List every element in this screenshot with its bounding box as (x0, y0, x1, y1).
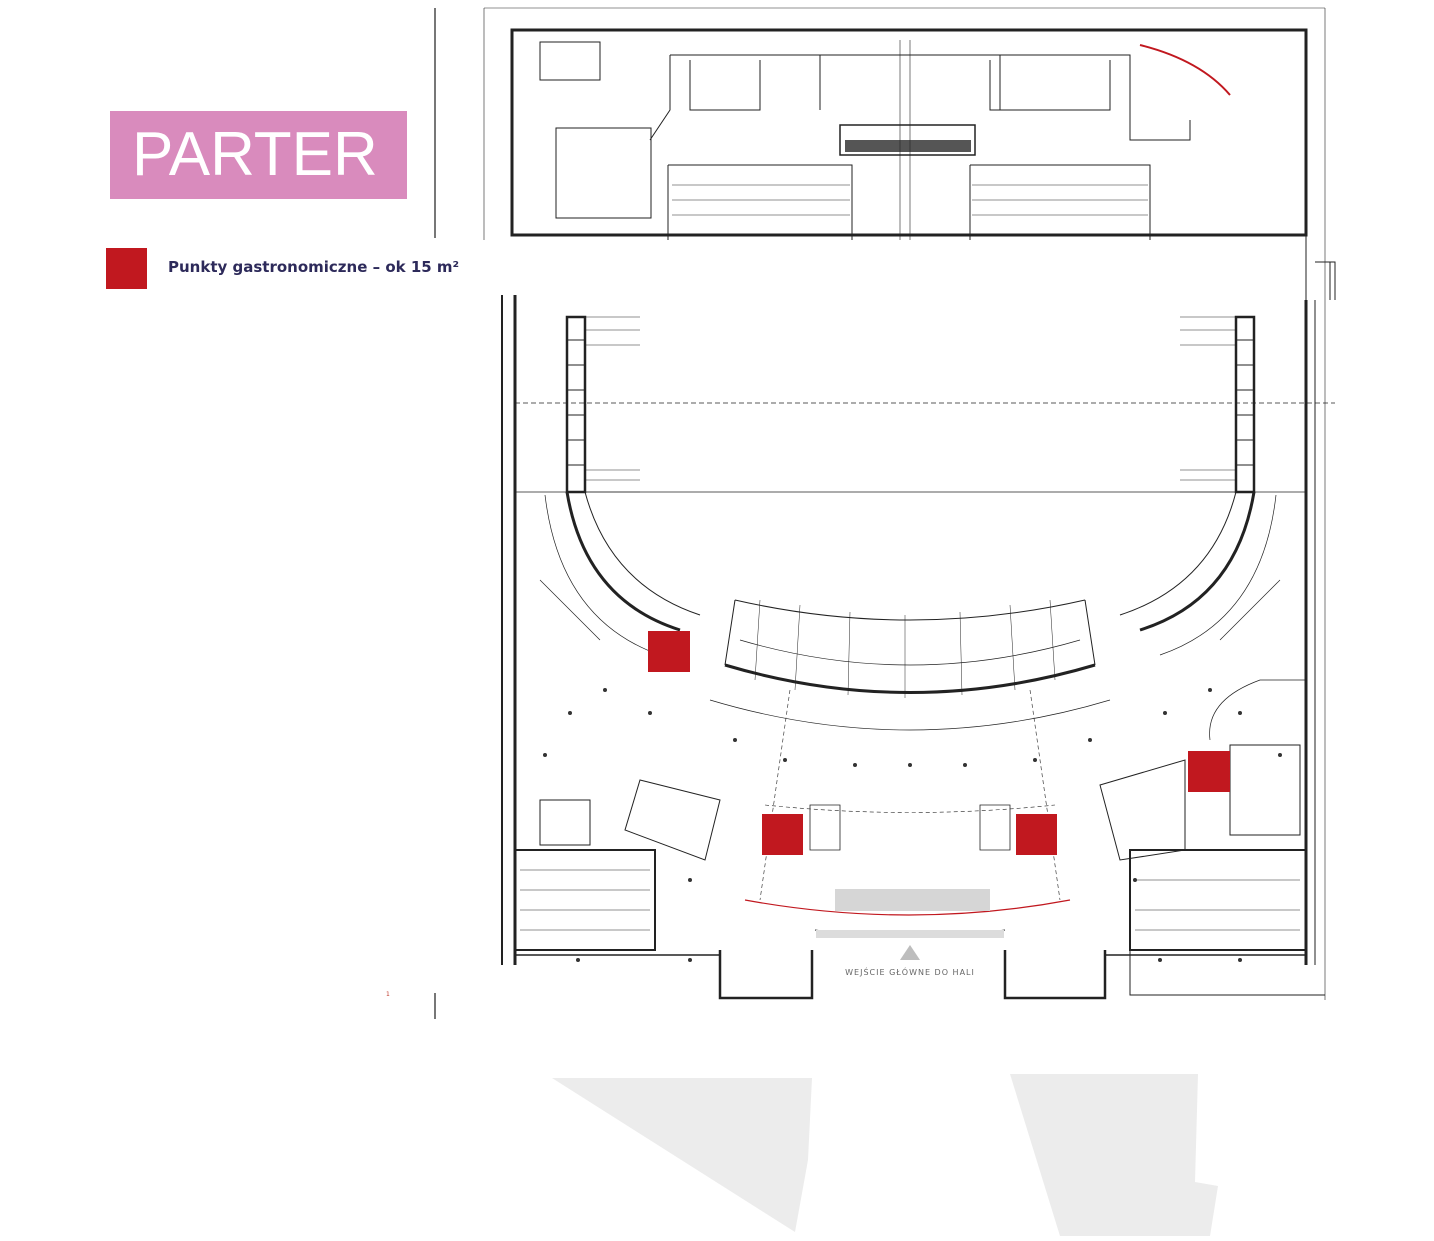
stand-west (565, 315, 587, 494)
divider-top (434, 8, 436, 238)
divider-bottom (434, 993, 436, 1019)
plan-small-mark: 1 (386, 991, 390, 998)
entrance-arrow-icon (900, 945, 920, 960)
floor-title: PARTER (132, 120, 378, 189)
decor-shape-left (552, 1078, 812, 1232)
entrance-label: WEJŚCIE GŁÓWNE DO HALI (845, 966, 975, 977)
building-north-wing (510, 28, 1308, 237)
floor-title-badge: PARTER (110, 111, 407, 199)
food-point-4 (1016, 814, 1057, 855)
stand-south (724, 663, 1096, 694)
food-point-2 (1188, 751, 1230, 792)
entrance-canopy (835, 889, 990, 911)
food-point-1 (648, 631, 690, 672)
stand-east (1234, 315, 1256, 494)
legend-swatch-food-points (106, 248, 147, 289)
decor-shape-right (1010, 1074, 1218, 1236)
legend-label-food-points: Punkty gastronomiczne – ok 15 m² (168, 258, 460, 276)
food-point-3 (762, 814, 803, 855)
